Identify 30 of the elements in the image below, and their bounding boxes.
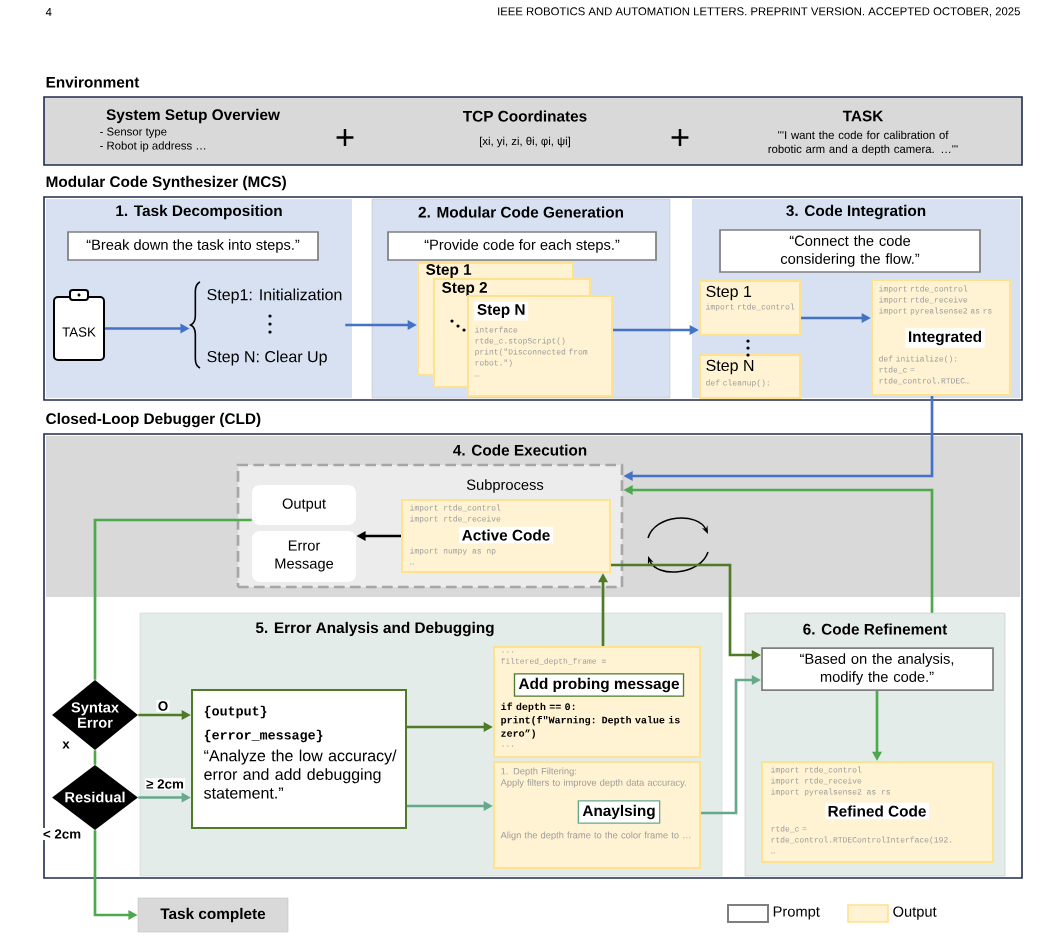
code-box: import rtde_control import rtde_receive import pyrealsense2 as rs Refined Code rtde_c = rtde_control.RTDEControlInterface(192. … bbox=[761, 761, 994, 863]
terminal-box: Task complete bbox=[137, 897, 289, 933]
prompt-box: “Based on the analysis, modify the code.” bbox=[761, 647, 994, 691]
code-card: Step N interface rtde_c.stopScript() print("Disconnected from robot.") … bbox=[467, 295, 613, 397]
code-box: Step N def cleanup(): bbox=[699, 354, 801, 399]
prompt-box: “Connect the code considering the flow.” bbox=[719, 229, 981, 273]
code-box: ... filtered_depth_frame = Add probing message if depth == 0: print(f"Warning: Depth value is zero”) ... bbox=[493, 646, 701, 758]
step-list: Step1: Initialization Step N: Clear Up bbox=[189, 281, 342, 369]
node-label: Modular Code Synthesizer (MCS) bbox=[46, 175, 286, 191]
prompt-box: “Provide code for each steps.” bbox=[387, 231, 657, 261]
clipboard: TASK bbox=[53, 289, 105, 361]
code-box: import rtde_control import rtde_receive Active Code import numpy as np … bbox=[401, 499, 611, 573]
plus-sign: + bbox=[671, 129, 689, 146]
page-number: 4 bbox=[45, 8, 52, 16]
code-box: 1. Depth Filtering: Apply filters to improve depth data accuracy. Anaylsing Align the depth frame to the color frame to … bbox=[493, 761, 701, 869]
prompt-box: {output} {error_message} “Analyze the low accuracy/ error and add debugging statement.” bbox=[191, 689, 407, 829]
node-label: Closed-Loop Debugger (CLD) bbox=[46, 412, 261, 428]
connector-line bbox=[93, 750, 97, 765]
node-label: Environment bbox=[46, 76, 140, 88]
running-header: IEEE ROBOTICS AND AUTOMATION LETTERS. PREPRINT VERSION. ACCEPTED OCTOBER, 2025 bbox=[498, 7, 1020, 17]
result-box: Output bbox=[252, 485, 356, 525]
connector-line bbox=[93, 518, 252, 680]
legend-label: Prompt bbox=[773, 906, 820, 920]
code-box: Step 1 import rtde_control bbox=[699, 280, 801, 336]
legend-label: Output bbox=[893, 906, 937, 920]
prompt-box: “Break down the task into steps.” bbox=[67, 231, 319, 261]
plus-sign: + bbox=[336, 129, 354, 146]
result-box: Error Message bbox=[252, 531, 356, 582]
edge-label: x bbox=[60, 740, 72, 750]
code-box: import rtde_control import rtde_receive import pyrealsense2 as rs Integrated def initialize(): rtde_c = rtde_control.RTDEC… bbox=[871, 279, 1011, 396]
